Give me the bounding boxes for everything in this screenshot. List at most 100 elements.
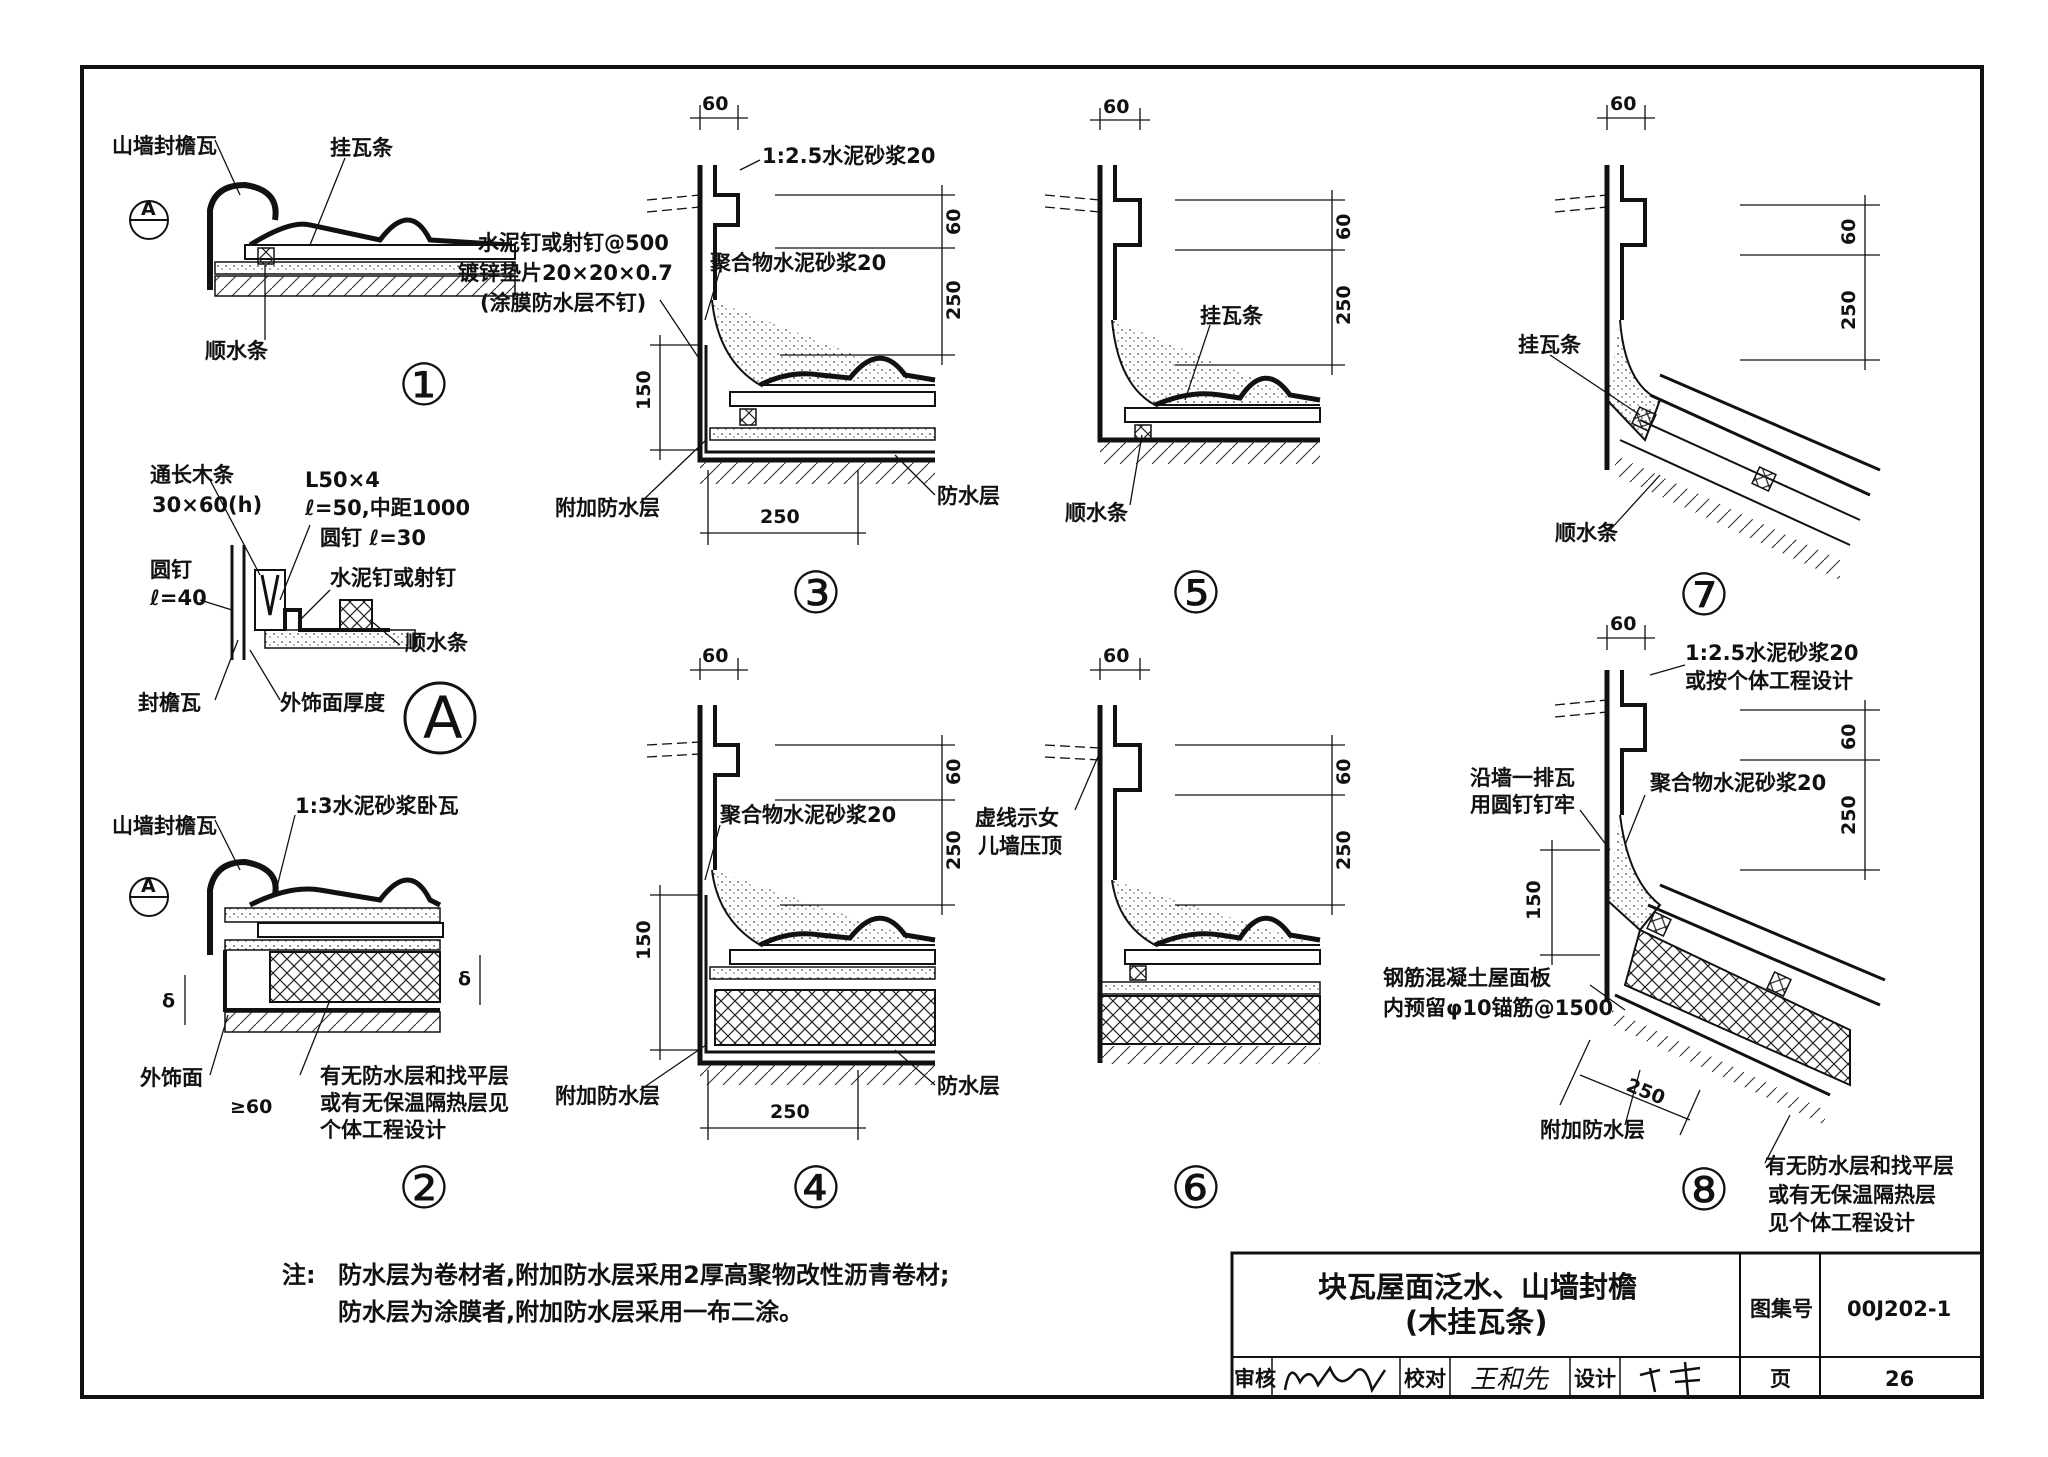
- label-nail-spec-1: 水泥钉或射钉@500: [478, 231, 669, 255]
- dim-60v-8: 60: [1838, 724, 1860, 750]
- detail-number-7: ⑦: [1678, 561, 1730, 629]
- page-label: 页: [1770, 1367, 1791, 1391]
- label-shanqiang-1: 山墙封檐瓦: [112, 134, 217, 158]
- label-nail-spec-3: (涂膜防水层不钉): [480, 291, 646, 315]
- detail-5: 60 60 250 挂瓦条 顺水条 ⑤: [1044, 96, 1355, 627]
- label-shunshuitiao-1: 顺水条: [205, 339, 269, 363]
- label-fengyanwa: 封檐瓦: [138, 691, 201, 715]
- label-guawatiao-5: 挂瓦条: [1200, 304, 1264, 328]
- note8-line3: 见个体工程设计: [1768, 1211, 1915, 1235]
- notes-line1: 防水层为卷材者,附加防水层采用2厚高聚物改性沥青卷材;: [338, 1261, 949, 1289]
- dim-250-4: 250: [770, 1101, 810, 1123]
- label-fujia-4: 附加防水层: [555, 1084, 660, 1108]
- dim-250v-4: 250: [943, 830, 965, 870]
- label-yanqiang-2: 用圆钉钉牢: [1470, 793, 1575, 817]
- detail-number-3: ③: [790, 559, 842, 627]
- label-mortar-13: 1:3水泥砂浆卧瓦: [295, 794, 459, 818]
- notes-line2: 防水层为涂膜者,附加防水层采用一布二涂。: [338, 1298, 803, 1326]
- check-label: 校对: [1404, 1367, 1446, 1391]
- atlas-number: 00J202-1: [1847, 1297, 1951, 1321]
- dim-60-6: 60: [1103, 645, 1129, 667]
- dim-60v-7: 60: [1838, 219, 1860, 245]
- notes-prefix: 注:: [282, 1261, 316, 1289]
- label-polymer-8: 聚合物水泥砂浆20: [1649, 771, 1826, 795]
- label-slab-1: 钢筋混凝土屋面板: [1383, 966, 1552, 990]
- label-mutiao-size: 30×60(h): [152, 493, 262, 517]
- label-fangshuiceng-3: 防水层: [937, 484, 1000, 508]
- note2-line2: 或有无保温隔热层见: [320, 1091, 509, 1115]
- label-yuanding-30: 圆钉 ℓ=30: [320, 526, 426, 550]
- atlas-label: 图集号: [1750, 1297, 1813, 1321]
- dim-ge60: ≥60: [230, 1096, 272, 1118]
- dim-60v-6: 60: [1333, 759, 1355, 785]
- dim-60-3: 60: [702, 93, 728, 115]
- detail-7: 60 60 250 挂瓦条 顺水条 ⑦: [1518, 93, 1881, 629]
- label-wai-shimian: 外饰面: [140, 1066, 203, 1090]
- label-mortar-or-8: 或按个体工程设计: [1685, 669, 1853, 693]
- dim-250v-5: 250: [1333, 285, 1355, 325]
- detail-number-8: ⑧: [1678, 1156, 1730, 1224]
- label-nail-spec-2: 镀锌垫片20×20×0.7: [458, 261, 673, 285]
- dim-250v-7: 250: [1838, 290, 1860, 330]
- note2-line3: 个体工程设计: [320, 1118, 446, 1142]
- review-signature: [1283, 1365, 1387, 1394]
- dim-60-7: 60: [1610, 93, 1636, 115]
- label-fujia-3: 附加防水层: [555, 496, 660, 520]
- dim-150-4: 150: [633, 920, 655, 960]
- note8-line1: 有无防水层和找平层: [1765, 1154, 1954, 1178]
- detail-number-6: ⑥: [1170, 1154, 1222, 1222]
- label-shunshuitiao-a: 顺水条: [405, 631, 469, 655]
- detail-number-4: ④: [790, 1154, 842, 1222]
- title-block: 块瓦屋面泛水、山墙封檐 (木挂瓦条) 图集号 00J202-1 审核 校对 王和…: [1230, 1251, 1984, 1399]
- dim-250v-3: 250: [943, 280, 965, 320]
- label-dashed-2: 儿墙压顶: [978, 834, 1062, 858]
- dim-delta-2b: δ: [458, 968, 471, 990]
- label-nail-type-a: 水泥钉或射钉: [330, 566, 456, 590]
- label-yanqiang-1: 沿墙一排瓦: [1470, 766, 1575, 790]
- dim-250v-8: 250: [1838, 795, 1860, 835]
- label-shunshuitiao-7: 顺水条: [1555, 521, 1619, 545]
- dim-delta-2a: δ: [162, 990, 175, 1012]
- detail-8: 60 1:2.5水泥砂浆20 或按个体工程设计 60 250 聚合物水泥砂浆20…: [1383, 613, 1954, 1235]
- label-tongchang-mutiao: 通长木条: [150, 463, 235, 487]
- section-mark-a-circle: [403, 681, 477, 755]
- label-yuanding-a: 圆钉: [150, 558, 192, 582]
- label-shunshuitiao-5: 顺水条: [1065, 501, 1129, 525]
- notes: 注: 防水层为卷材者,附加防水层采用2厚高聚物改性沥青卷材; 防水层为涂膜者,附…: [282, 1261, 949, 1326]
- section-mark-a2: A: [141, 875, 156, 897]
- design-signature: [1639, 1361, 1701, 1396]
- label-mortar-125-8: 1:2.5水泥砂浆20: [1685, 641, 1858, 665]
- label-mortar-125-3: 1:2.5水泥砂浆20: [762, 144, 935, 168]
- sheet-border: [80, 65, 1984, 1399]
- design-label: 设计: [1574, 1367, 1616, 1391]
- note8-line2: 或有无保温隔热层: [1768, 1183, 1936, 1207]
- dim-250-8: 250: [1623, 1074, 1668, 1109]
- section-mark-a1: A: [141, 198, 156, 220]
- label-polymer-3: 聚合物水泥砂浆20: [709, 251, 886, 275]
- dim-150-8: 150: [1523, 880, 1545, 920]
- dim-60-8: 60: [1610, 613, 1636, 635]
- detail-4: 60 60 250 聚合物水泥砂浆20 150 250 附加防水层 防水层 ④: [555, 645, 1000, 1222]
- label-angle-len: ℓ=50,中距1000: [304, 496, 470, 520]
- dim-150-3: 150: [633, 370, 655, 410]
- detail-2: A 山墙封檐瓦 1:3水泥砂浆卧瓦 δ δ 外饰面 ≥60 有无防水层和找平层 …: [112, 794, 509, 1222]
- dim-60v-4: 60: [943, 759, 965, 785]
- detail-6: 60 60 250 虚线示女 儿墙压顶 ⑥: [975, 645, 1355, 1222]
- page-number: 26: [1885, 1367, 1914, 1391]
- label-angle-spec: L50×4: [305, 468, 380, 492]
- label-guawatiao-1: 挂瓦条: [330, 136, 394, 160]
- label-wai-shimian-houdu: 外饰面厚度: [280, 691, 385, 715]
- check-signature: 王和先: [1470, 1365, 1550, 1395]
- label-guawatiao-7: 挂瓦条: [1518, 333, 1582, 357]
- review-label: 审核: [1234, 1367, 1276, 1391]
- detail-1: A 山墙封檐瓦 挂瓦条 顺水条 ①: [112, 134, 516, 419]
- dim-60v-3: 60: [943, 209, 965, 235]
- note2-line1: 有无防水层和找平层: [320, 1064, 509, 1088]
- detail-a: 通长木条 30×60(h) L50×4 ℓ=50,中距1000 圆钉 ℓ=30 …: [138, 463, 477, 755]
- label-fangshuiceng-4: 防水层: [937, 1074, 1000, 1098]
- drawing-title-line2: (木挂瓦条): [1405, 1305, 1548, 1339]
- drawing-title-line1: 块瓦屋面泛水、山墙封檐: [1318, 1270, 1637, 1304]
- label-dashed-1: 虚线示女: [975, 806, 1059, 830]
- label-slab-2: 内预留φ10锚筋@1500: [1383, 996, 1613, 1020]
